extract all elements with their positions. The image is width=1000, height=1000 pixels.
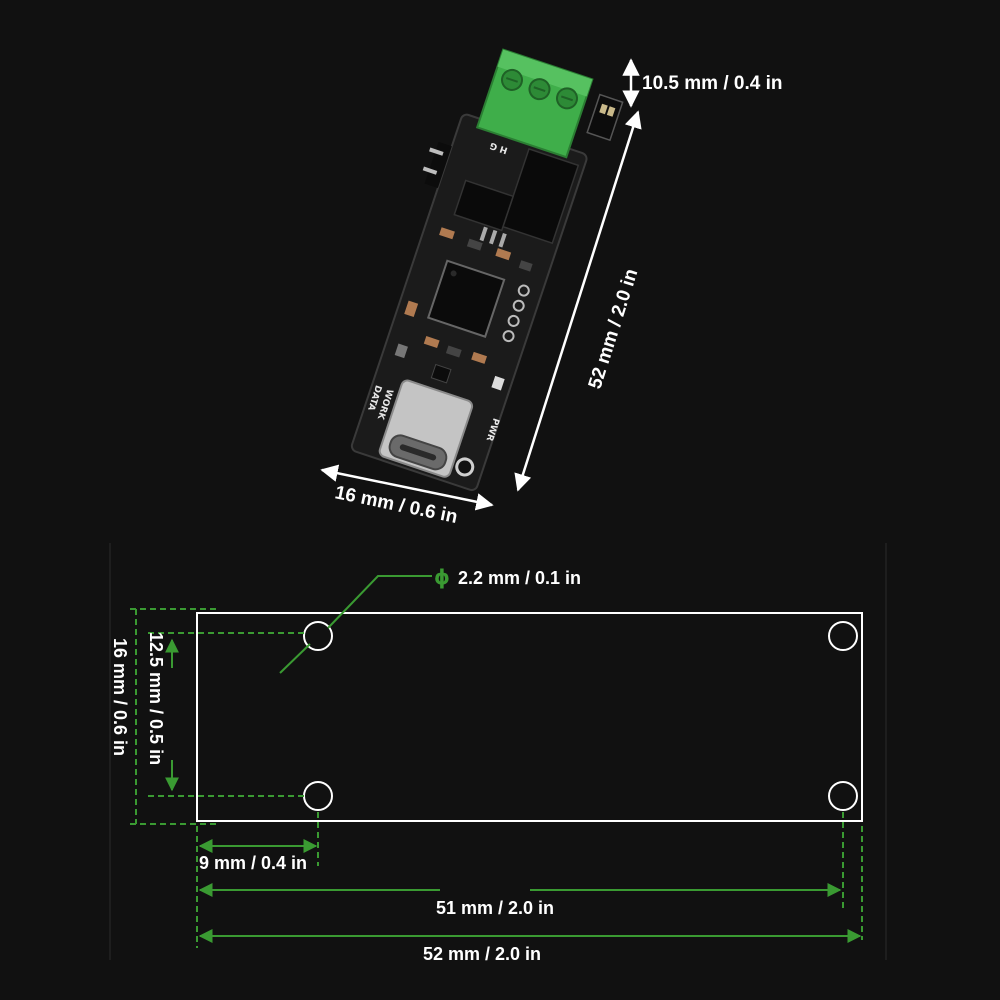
height-label: 10.5 mm / 0.4 in xyxy=(642,73,782,94)
width-arrow xyxy=(320,464,494,511)
hole-offset-label: 9 mm / 0.4 in xyxy=(199,853,307,873)
hole-spacing-horizontal-label: 51 mm / 2.0 in xyxy=(436,898,554,918)
main-ic-chip xyxy=(426,259,506,338)
board-width-label: 16 mm / 0.6 in xyxy=(110,638,130,756)
pin-header xyxy=(422,141,452,189)
length-label: 52 mm / 2.0 in xyxy=(585,266,643,391)
diameter-leader xyxy=(279,643,311,674)
pcb-module-photo: H G DATA WORK PWR xyxy=(350,48,624,492)
hole-top-left xyxy=(303,621,333,651)
hole-bottom-left xyxy=(303,781,333,811)
hole-top-right xyxy=(828,621,858,651)
board-outline xyxy=(196,612,863,822)
width-label: 16 mm / 0.6 in xyxy=(333,482,459,528)
usb-c-connector xyxy=(378,379,474,478)
hole-bottom-right xyxy=(828,781,858,811)
length-arrow xyxy=(514,110,642,492)
hole-diameter-label: 2.2 mm / 0.1 in xyxy=(458,568,581,588)
hole-spacing-vertical-label: 12.5 mm / 0.5 in xyxy=(146,632,166,765)
technical-drawing: ϕ 2.2 mm / 0.1 in 12.5 mm / 0.5 in 16 mm… xyxy=(109,543,887,964)
board-length-label: 52 mm / 2.0 in xyxy=(423,944,541,964)
diameter-icon: ϕ xyxy=(434,565,450,589)
jumper-header xyxy=(586,93,624,142)
